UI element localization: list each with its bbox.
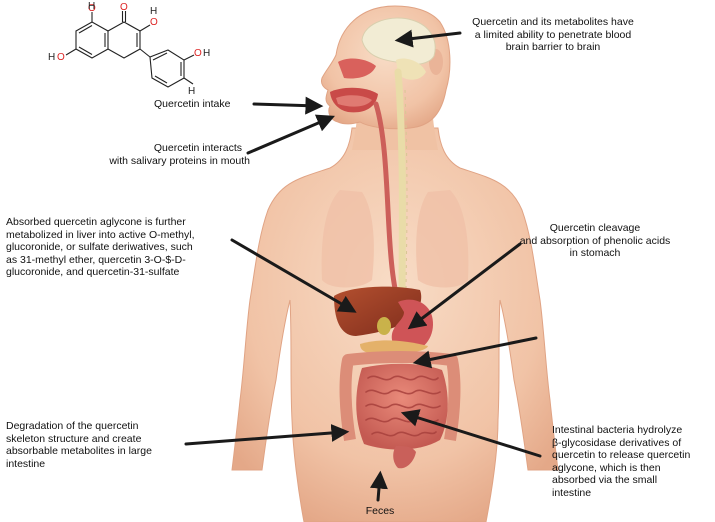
human-body — [231, 5, 559, 522]
arrow-intake — [252, 96, 324, 115]
atom-label: O — [194, 48, 202, 59]
arrow-small-intestine-upper — [412, 336, 538, 369]
arrow-large-intestine — [184, 423, 350, 446]
label-feces: Feces — [365, 505, 395, 517]
rectum — [393, 446, 416, 469]
esophagus — [373, 101, 401, 305]
label-intake: Quercetin intake — [154, 98, 231, 110]
large-intestine — [339, 351, 461, 441]
arrow-feces — [369, 470, 388, 502]
pancreas — [360, 340, 428, 354]
atom-label: O — [120, 2, 128, 13]
atom-label: H — [88, 1, 95, 12]
arrow-bbb — [394, 29, 462, 48]
arrow-mouth — [246, 114, 335, 155]
atom-label: H — [188, 86, 195, 97]
atom-label: O — [150, 17, 158, 28]
tongue — [336, 95, 372, 107]
right-lung — [416, 190, 469, 288]
spinal-cord — [394, 68, 406, 304]
atom-label: H — [203, 48, 210, 59]
atom-label: H — [150, 6, 157, 17]
left-lung — [321, 190, 374, 288]
arrow-liver — [230, 238, 357, 313]
cerebellum — [396, 58, 426, 80]
atom-label: H — [48, 52, 55, 63]
nasal-cavity — [338, 58, 376, 79]
quercetin-structure: O O H O H O H O H H — [48, 1, 210, 97]
vertebrae — [404, 89, 408, 301]
arrow-stomach — [407, 242, 522, 330]
atom-label: O — [57, 52, 65, 63]
atom-label: O — [88, 3, 96, 14]
arrow-small-intestine — [400, 409, 542, 458]
pointer-arrows — [184, 29, 542, 502]
gallbladder — [377, 317, 391, 335]
